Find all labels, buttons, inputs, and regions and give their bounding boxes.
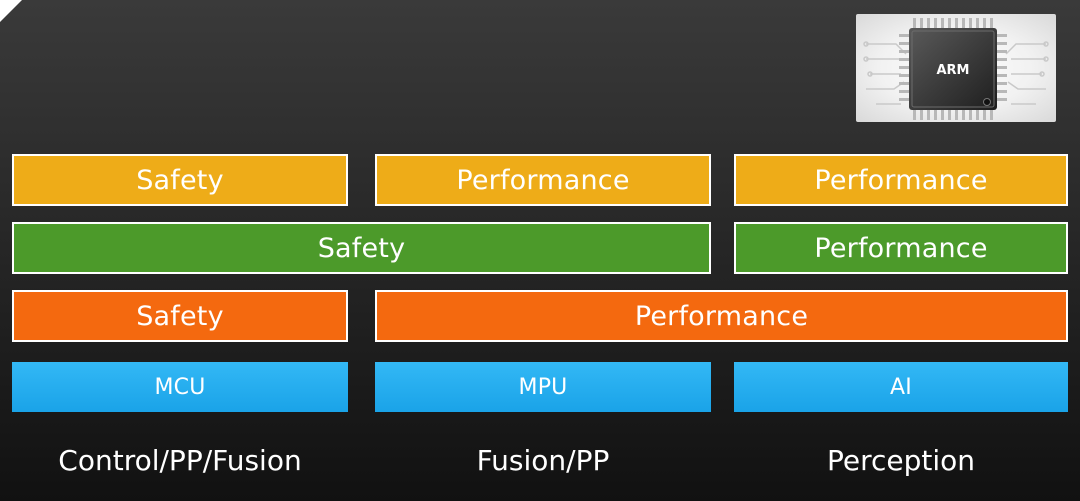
green-block-control-fusion: Safety (12, 222, 711, 274)
blue-block-mcu: MCU (12, 362, 348, 412)
chip-brand-label: ARM (936, 63, 969, 78)
green-block-perception: Performance (734, 222, 1068, 274)
yellow-block-control: Safety (12, 154, 348, 206)
column-label-fusion: Fusion/PP (476, 444, 610, 477)
chip-icon: ARM (863, 18, 1049, 120)
arm-chip-image: ARM (856, 14, 1056, 122)
blue-block-mpu: MPU (375, 362, 711, 412)
corner-triangle-decoration (0, 0, 22, 22)
yellow-block-perception: Performance (734, 154, 1068, 206)
orange-block-fusion-perception: Performance (375, 290, 1068, 342)
blue-block-ai: AI (734, 362, 1068, 412)
orange-block-control: Safety (12, 290, 348, 342)
column-label-control: Control/PP/Fusion (58, 444, 302, 477)
yellow-block-fusion: Performance (375, 154, 711, 206)
column-label-perception: Perception (826, 444, 976, 477)
